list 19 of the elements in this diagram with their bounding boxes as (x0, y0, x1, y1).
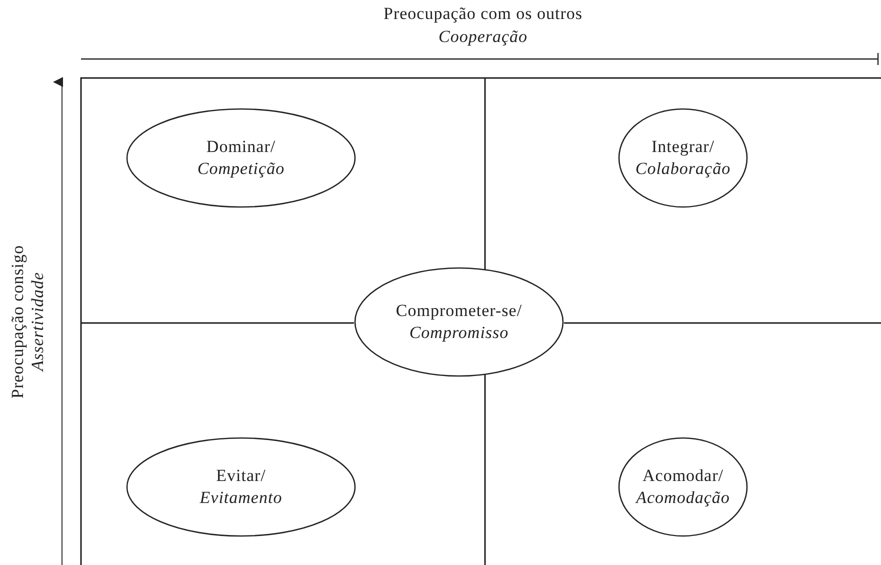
node-title: Evitar/ (216, 465, 266, 487)
node-subtitle: Evitamento (200, 487, 282, 509)
ellipse-node (618, 108, 748, 208)
node-title: Comprometer-se/ (396, 300, 522, 322)
node-subtitle: Competição (197, 158, 285, 180)
node-subtitle: Colaboração (635, 158, 731, 180)
node-title: Acomodar/ (642, 465, 724, 487)
horizontal-axis-label: Preocupação com os outros (384, 4, 582, 24)
ellipse-node (126, 108, 356, 208)
ellipse-node (618, 437, 748, 537)
ellipse-node (354, 267, 564, 377)
horizontal-axis-label: Cooperação (438, 27, 528, 47)
node-title: Dominar/ (206, 136, 276, 158)
node-subtitle: Compromisso (409, 322, 509, 344)
ellipse-node (126, 437, 356, 537)
vertical-axis-label: Preocupação consigo (8, 244, 28, 398)
node-title: Integrar/ (651, 136, 715, 158)
node-subtitle: Acomodação (636, 487, 730, 509)
vertical-axis-label: Assertividade (28, 272, 48, 371)
